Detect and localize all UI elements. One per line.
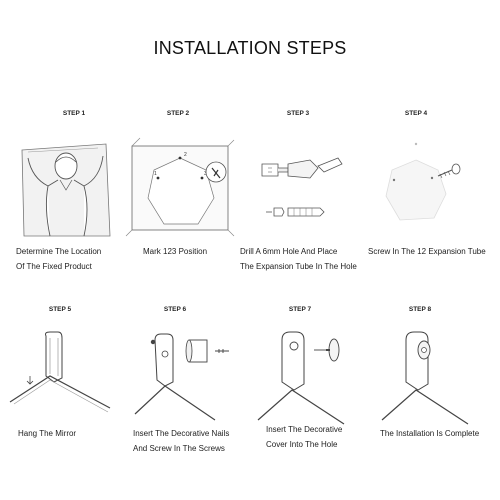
- svg-text:3: 3: [204, 171, 207, 177]
- hang-strap-icon: [9, 331, 111, 413]
- step-caption: The Installation Is Complete: [380, 429, 480, 438]
- decorative-cover-icon: [257, 331, 345, 425]
- step-label: STEP 8: [408, 306, 432, 313]
- step-label: STEP 7: [288, 306, 312, 313]
- screw-into-wall-icon: [385, 142, 461, 221]
- step-caption: Mark 123 Position: [143, 247, 208, 256]
- svg-text:1: 1: [154, 171, 157, 177]
- mirror-with-marks-icon: 1 2 3: [125, 137, 235, 237]
- installation-complete-icon: [381, 331, 469, 425]
- step-label: STEP 5: [48, 306, 72, 313]
- step-label: STEP 6: [163, 306, 187, 313]
- drill-and-anchor-icon: [261, 157, 343, 217]
- person-holding-mirror-icon: [21, 143, 111, 237]
- step-label: STEP 1: [62, 110, 86, 117]
- step-label: STEP 3: [286, 110, 310, 117]
- step-label: STEP 2: [166, 110, 190, 117]
- decorative-nail-icon: [134, 333, 229, 421]
- step-label: STEP 4: [404, 110, 428, 117]
- page-title: INSTALLATION STEPS: [153, 38, 347, 58]
- svg-text:2: 2: [184, 152, 187, 158]
- step-caption: Screw In The 12 Expansion Tube: [368, 247, 486, 256]
- step-caption: Hang The Mirror: [18, 429, 77, 438]
